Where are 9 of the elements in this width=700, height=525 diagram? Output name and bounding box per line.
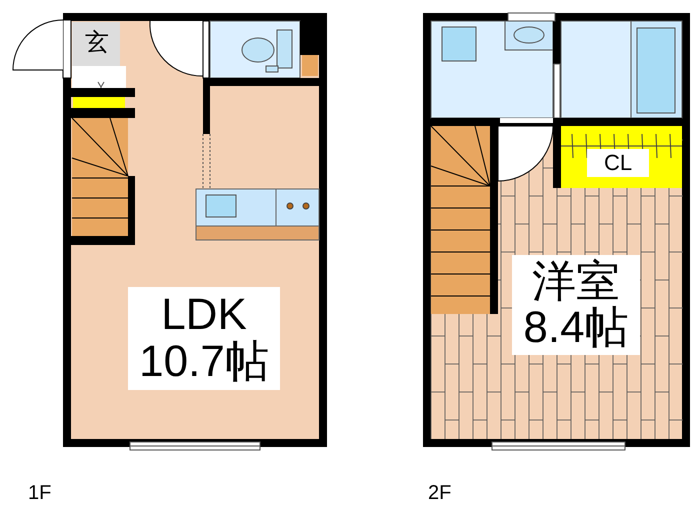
room-label-plate	[128, 287, 280, 390]
room-name: 玄	[84, 30, 110, 56]
room-name: LDK 10.7帖	[138, 292, 270, 385]
floor-label: 1F	[28, 482, 52, 505]
floor-label: 2F	[428, 482, 452, 505]
closet-label-plate	[587, 149, 649, 177]
room-name: 洋室 8.4帖	[522, 258, 630, 352]
room-name: CL	[602, 151, 634, 175]
room-label-plate	[512, 255, 640, 355]
